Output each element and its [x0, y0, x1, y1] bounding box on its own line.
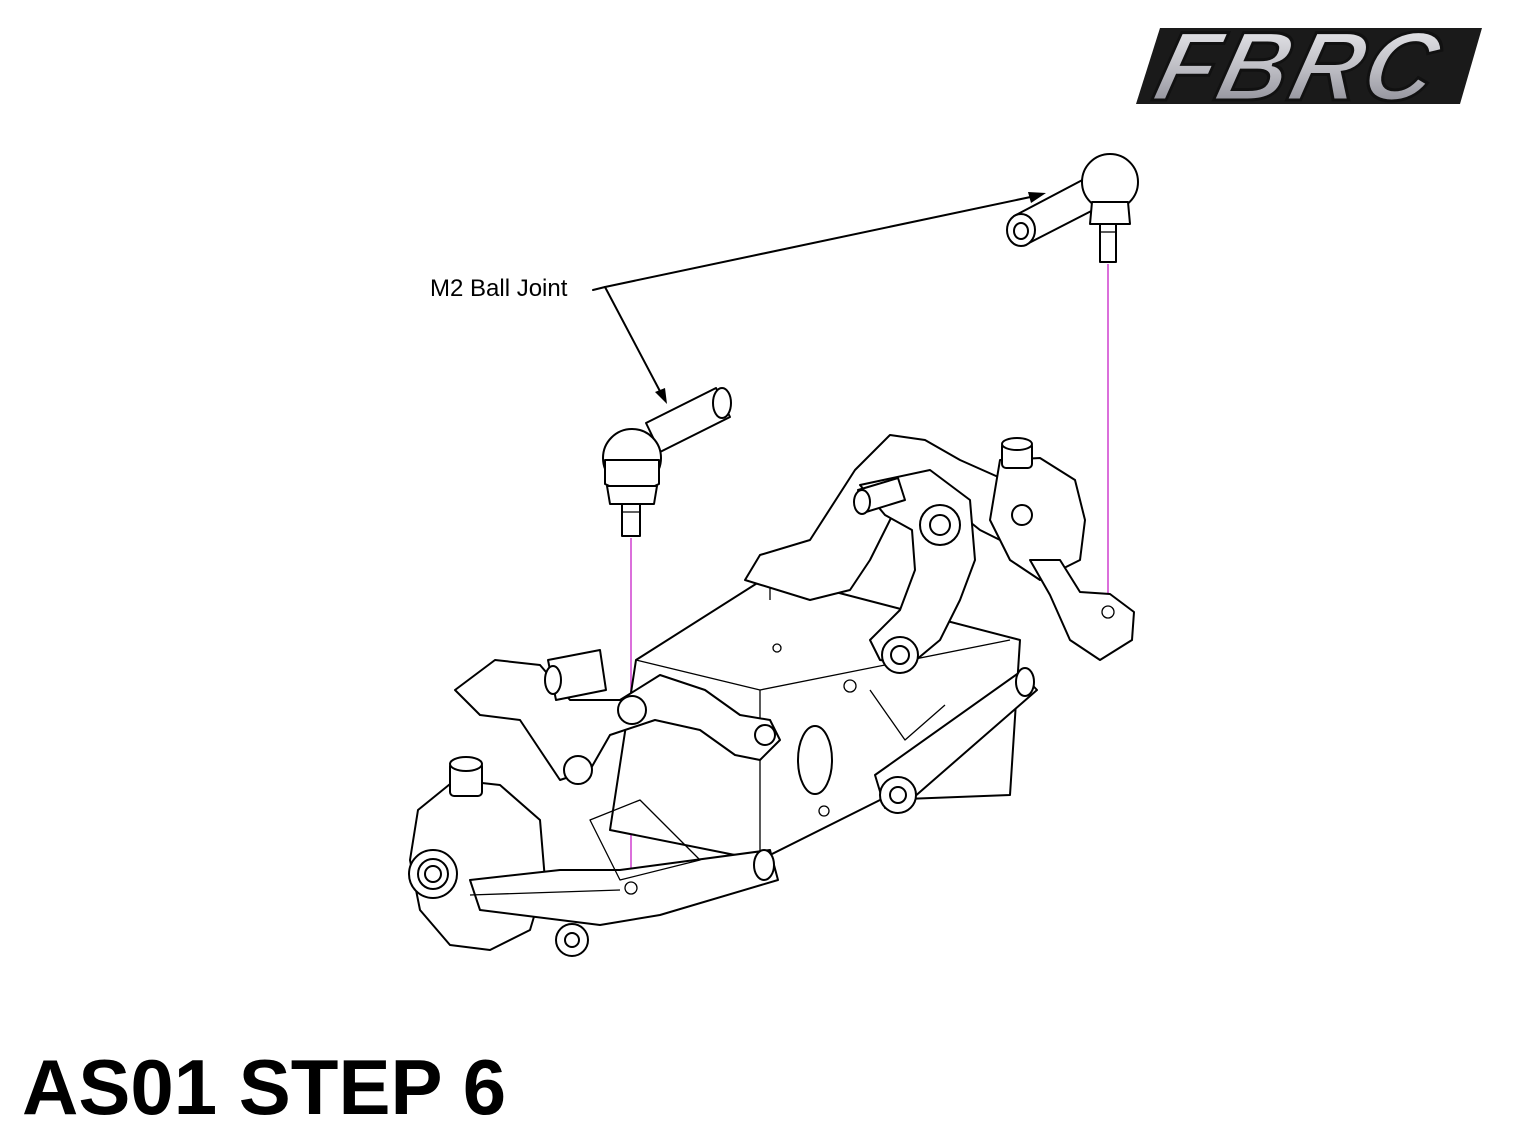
ball-joint-lower: [602, 387, 732, 537]
callout-label: M2 Ball Joint: [430, 275, 568, 302]
axle-assembly: [408, 434, 1135, 957]
leader-arrow-upper: [1028, 192, 1046, 203]
leader-arrow-lower: [655, 388, 667, 404]
leader-line-upper: [604, 194, 1041, 288]
step-title: AS01 STEP 6: [22, 1043, 507, 1131]
leader-line-lower: [604, 286, 663, 396]
logo-wordmark: FBRC: [1145, 12, 1453, 121]
ball-joint-upper: [1006, 153, 1139, 263]
callout-m2-ball-joint: M2 Ball Joint: [430, 192, 1046, 404]
fbrc-logo: FBRC: [1136, 11, 1482, 123]
